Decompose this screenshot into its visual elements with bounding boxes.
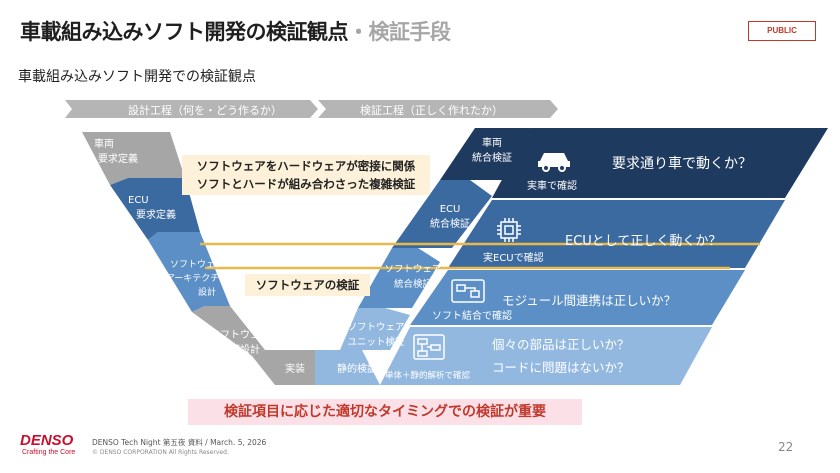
left-step-3-label: ソフトウェア アーキテクチャ 設計 <box>165 260 229 298</box>
band-4-shape <box>380 327 712 385</box>
section-heading: 車載組み込みソフト開発での検証観点 <box>18 69 256 85</box>
band-4-method: 単体＋静的解析で確認 <box>385 371 471 381</box>
band-1-question: 要求通り車で動くか？ <box>612 156 752 172</box>
footer-event-info: DENSO Tech Night 第五夜 資料 / March. 5, 2026 <box>92 438 267 447</box>
hw-note-box: ソフトウェアをハードウェアが密接に関係 ソフトとハードが組み合わさった複雑検証 <box>182 155 430 195</box>
right-step-3-shape <box>358 248 440 308</box>
public-badge: PUBLIC <box>748 21 816 41</box>
right-step-1-label: 車両 統合検証 <box>472 138 512 164</box>
band-2-question: ECUとして正しく動くか？ <box>565 234 722 249</box>
conclusion-banner: 検証項目に応じた適切なタイミングでの検証が重要 <box>188 399 582 425</box>
phase-arrow-design <box>65 100 318 118</box>
left-step-1-shape <box>82 132 185 185</box>
module-icon <box>451 279 485 303</box>
left-step-5-shape <box>252 350 315 385</box>
car-icon <box>538 153 570 172</box>
right-step-5-label: 静的検証 <box>337 364 377 375</box>
slide-title: 車載組み込みソフト開発の検証観点・検証手段 <box>20 16 451 46</box>
band-4-question-1: 個々の部品は正しいか？ <box>492 337 630 352</box>
logo-tagline: Crafting the Core <box>22 449 76 456</box>
left-step-3-shape <box>148 232 230 312</box>
flowchart-icon <box>413 334 445 360</box>
band-2-method: 実ECUで確認 <box>483 253 544 264</box>
page-number: 22 <box>778 440 794 454</box>
right-step-4-label: ソフトウェア ユニット検証 <box>347 322 405 348</box>
band-3-method: ソフト結合で確認 <box>432 311 512 322</box>
footer-copyright: © DENSO CORPORATION All Rights Reserved. <box>92 449 229 456</box>
title-sub: ・検証手段 <box>348 20 451 44</box>
right-step-2-label: ECU 統合検証 <box>430 204 470 230</box>
right-step-4-shape <box>340 308 410 350</box>
band-1-shape <box>492 128 828 198</box>
left-step-1-label: 車両 要求定義 <box>94 139 138 165</box>
band-2-shape <box>448 200 785 268</box>
band-3-shape <box>410 270 745 325</box>
left-step-5-label: 実装 <box>285 364 305 375</box>
left-step-4-shape <box>192 306 265 356</box>
band-4-question-2: コードに問題はないか？ <box>492 360 630 375</box>
left-step-2-label: ECU 要求定義 <box>128 195 176 221</box>
denso-logo: DENSO <box>20 432 74 449</box>
right-step-5-shape <box>315 350 380 385</box>
band-3-question: モジュール間連携は正しいか？ <box>502 293 677 308</box>
sw-note-box: ソフトウェアの検証 <box>245 274 370 296</box>
chip-icon <box>497 218 521 242</box>
left-step-2-shape <box>110 178 200 240</box>
title-main: 車載組み込みソフト開発の検証観点 <box>20 20 349 44</box>
right-step-1-shape <box>440 128 530 180</box>
left-step-4-label: ソフトウェア 詳細設計 <box>210 330 270 356</box>
phase-arrow-verify <box>318 100 558 118</box>
right-step-3-label: ソフトウェア 統合検証 <box>384 264 442 290</box>
band-1-method: 実車で確認 <box>527 181 577 192</box>
right-step-2-shape <box>392 180 492 248</box>
phase-label-design: 設計工程（何を・どう作るか） <box>128 104 282 117</box>
phase-label-verify: 検証工程（正しく作れたか） <box>360 104 503 117</box>
